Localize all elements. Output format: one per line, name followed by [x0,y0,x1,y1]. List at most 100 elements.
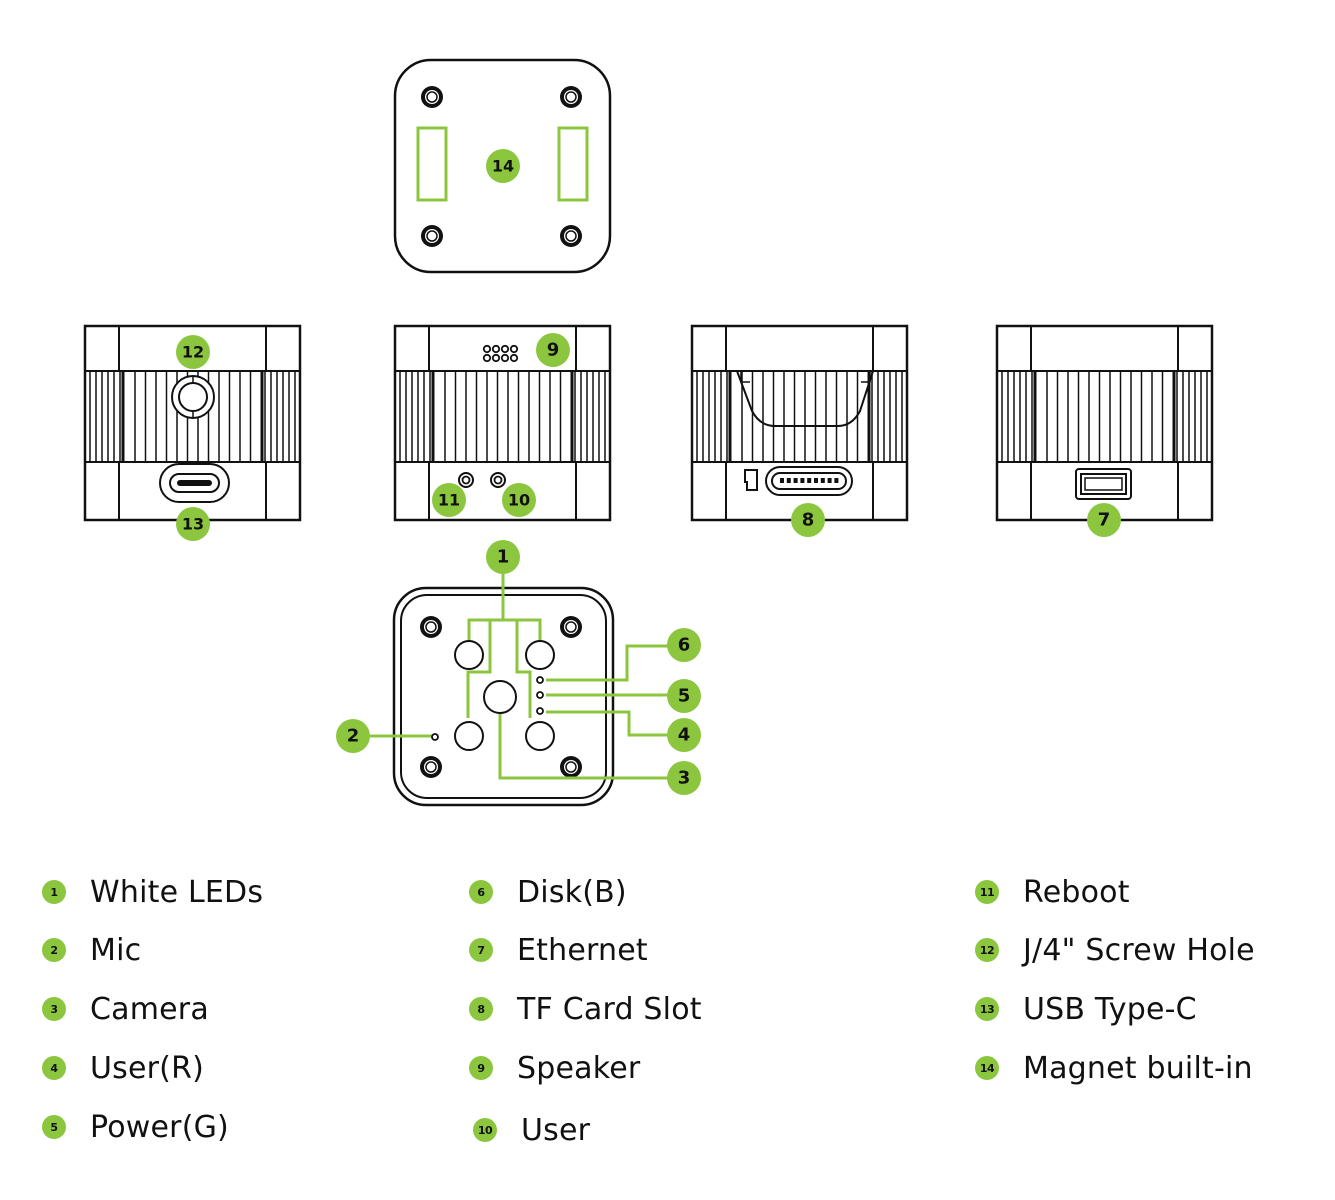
power-led [536,691,544,699]
svg-text:12: 12 [182,343,204,362]
callout-11: 11 [432,483,466,517]
legend-label: Camera [90,991,209,1027]
legend-label: Reboot [1023,874,1130,910]
white-led [525,640,555,670]
legend-number-badge: 13 [975,997,999,1021]
user-button-icon [490,472,506,488]
svg-text:1: 1 [497,547,510,568]
heatsink-fins [399,371,606,462]
device-diagram: 14 12 13 [83,58,1214,807]
legend-label: Ethernet [517,932,648,968]
legend-number-badge: 9 [469,1056,493,1080]
legend-label: Power(G) [90,1109,229,1145]
screw-hole-icon [171,375,215,419]
svg-text:8: 8 [802,510,815,531]
legend-label: TF Card Slot [517,991,702,1027]
magnet-left [416,126,448,202]
screw-icon [559,755,583,779]
side-view-frame [690,324,909,522]
svg-text:9: 9 [547,340,560,361]
svg-text:4: 4 [678,725,691,746]
legend-label: White LEDs [90,874,264,910]
ethernet-port-icon [1075,468,1132,500]
legend-label: USB Type-C [1023,991,1197,1027]
callout-1: 1 [486,540,520,574]
legend-item: 14 Magnet built-in [975,1048,1253,1088]
legend-item: 2 Mic [42,930,141,970]
legend-label: Disk(B) [517,874,627,910]
legend-item: 11 Reboot [975,872,1130,912]
screw-icon [420,224,444,248]
legend-label: J/4" Screw Hole [1023,932,1255,968]
screw-icon [420,85,444,109]
legend-number-badge: 12 [975,938,999,962]
legend-number-badge: 6 [469,880,493,904]
callout-3: 3 [667,761,701,795]
callout-12: 12 [176,335,210,369]
legend-label: Mic [90,932,142,968]
disk-led [536,676,544,684]
screw-icon [559,615,583,639]
legend-number-badge: 1 [42,880,66,904]
magnet-right [557,126,589,202]
white-led [454,640,484,670]
legend-number-badge: 10 [473,1118,497,1142]
legend-item: 7 Ethernet [469,930,648,970]
callout-14: 14 [486,149,520,183]
side-view-ethernet: 7 [995,324,1214,537]
svg-text:7: 7 [1098,510,1111,531]
heatsink-fins [696,371,903,462]
svg-text:14: 14 [492,157,514,176]
legend-item: 4 User(R) [42,1048,204,1088]
svg-text:5: 5 [678,686,691,707]
usb-c-port-icon [159,463,230,503]
svg-text:13: 13 [182,515,204,534]
legend-label: Magnet built-in [1023,1050,1253,1086]
svg-text:10: 10 [508,491,530,510]
leader-lines [370,574,670,780]
callout-9: 9 [536,333,570,367]
bottom-view: 1 2 6 5 4 3 [336,540,701,807]
legend-number-badge: 14 [975,1056,999,1080]
legend-item: 9 Speaker [469,1048,640,1088]
legend-number-badge: 3 [42,997,66,1021]
legend-item: 6 Disk(B) [469,872,627,912]
legend-label: User [521,1112,591,1148]
sd-card-icon [744,469,758,491]
legend-number-badge: 4 [42,1056,66,1080]
legend-item: 1 White LEDs [42,872,263,912]
svg-text:3: 3 [678,768,691,789]
callout-8: 8 [791,503,825,537]
callout-13: 13 [176,507,210,541]
screw-icon [419,755,443,779]
screw-icon [559,224,583,248]
side-view-screw-usb: 12 13 [83,324,302,541]
callout-10: 10 [502,483,536,517]
callout-5: 5 [667,679,701,713]
screw-icon [419,615,443,639]
legend-number-badge: 8 [469,997,493,1021]
camera-lens [483,680,517,714]
side-view-tf-card: 8 [690,324,909,537]
side-view-speaker-buttons: 9 11 10 [393,324,612,522]
callout-7: 7 [1087,503,1121,537]
svg-text:6: 6 [678,635,691,656]
callout-6: 6 [667,628,701,662]
callout-4: 4 [667,718,701,752]
legend-number-badge: 7 [469,938,493,962]
legend-number-badge: 11 [975,880,999,904]
white-led [454,721,484,751]
legend-item: 5 Power(G) [42,1107,229,1147]
legend-label: Speaker [517,1050,641,1086]
legend-item: 3 Camera [42,989,209,1029]
bracket-outline [736,370,874,427]
legend-number-badge: 2 [42,938,66,962]
white-led [525,721,555,751]
legend-item: 8 TF Card Slot [469,989,702,1029]
callout-2: 2 [336,719,370,753]
legend-item: 12 J/4" Screw Hole [975,930,1255,970]
legend-item: 10 User [473,1110,590,1150]
svg-text:2: 2 [347,726,360,747]
legend-item: 13 USB Type-C [975,989,1197,1029]
top-view: 14 [393,58,612,274]
